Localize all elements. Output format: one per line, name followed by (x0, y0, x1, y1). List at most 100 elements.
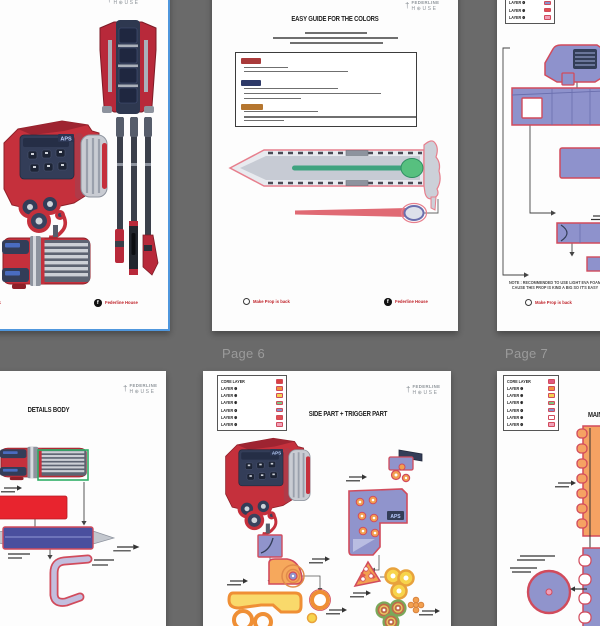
legend-swatch (276, 414, 283, 420)
legend-swatch (544, 14, 551, 20)
curved-tube-part (49, 554, 93, 607)
legend-row: LAYER ❻ (507, 422, 555, 428)
legend-row: LAYER ❶ (507, 386, 555, 392)
svg-text:APS: APS (390, 514, 401, 520)
brand-logo: † FEDERLINE H⊕USE (405, 0, 440, 12)
logo-ornament-icon: † (107, 0, 111, 4)
legend-row: LAYER ❹ (221, 407, 283, 413)
purple-part-b (511, 87, 600, 126)
small-disc-part (306, 612, 318, 624)
legend-swatch (276, 386, 283, 391)
page-thumbnail-7[interactable]: CORE LAYER LAYER ❶ LAYER ❷ LAYER ❸ LAYER… (497, 371, 600, 626)
details-body-illustration (0, 446, 141, 607)
legend-swatch (548, 400, 555, 406)
template-parts-illustration (502, 44, 600, 278)
page1-illustrations (1, 20, 159, 290)
color-swatch-orange (241, 104, 263, 110)
social-handle-left: Make Prop is back (243, 298, 293, 305)
legend-swatch (276, 393, 283, 398)
blaster-side-view-illustration (223, 436, 312, 536)
logo-ornament-icon: † (405, 0, 410, 10)
legend-swatch (548, 379, 555, 384)
page-7-label: Page 7 (505, 346, 549, 361)
purple-square-part (257, 534, 283, 558)
legend-swatch (544, 0, 551, 6)
brand-logo: † FEDERLINE H⊕USE (107, 0, 141, 6)
green-clover-part (375, 599, 407, 626)
legend-row: LAYER ❺ (509, 7, 551, 13)
legend-row: LAYER ❷ (221, 393, 283, 399)
cross-flower-part (407, 596, 425, 614)
legend-row: LAYER ❺ (507, 414, 555, 420)
legend-swatch (276, 422, 283, 427)
legend-row: LAYER ❻ (509, 14, 551, 20)
facebook-icon: f (384, 298, 392, 306)
page4-title: DETAILS BODY (27, 407, 70, 414)
purple-part-a (544, 44, 600, 86)
ring-part-outline (309, 589, 331, 611)
blaster-rear-view-illustration (1, 235, 91, 290)
legend-swatch (544, 7, 551, 13)
orange-comb-part (576, 425, 600, 537)
instagram-icon (525, 299, 532, 306)
legend-row: LAYER ❶ (221, 386, 283, 392)
page2-title: EASY GUIDE FOR THE COLORS (291, 16, 379, 23)
page-thumbnail-4[interactable]: † FEDERLINE H⊕USE DETAILS BODY (0, 371, 166, 626)
yellow-clover-part (384, 567, 415, 600)
social-handle-right: f Federline House (94, 299, 140, 307)
legend-row: CORE LAYER (507, 379, 555, 385)
page-thumbnail-2[interactable]: † FEDERLINE H⊕USE EASY GUIDE FOR THE COL… (212, 0, 458, 331)
purple-comb-part (578, 547, 600, 626)
legend-row: LAYER ❹ (509, 0, 551, 6)
trigger-guard-part (227, 591, 303, 626)
side-trigger-parts-illustration: APS (223, 436, 441, 626)
main-parts-illustration (510, 425, 600, 626)
social-handle-left: Make Prop is back (525, 299, 575, 306)
subtext-line (290, 42, 383, 44)
blaster-rear-view-illustration (0, 446, 87, 481)
purple-part-c (559, 147, 600, 179)
legend-swatch (276, 400, 283, 406)
page-thumbnail-3[interactable]: LAYER ❶ LAYER ❷ LAYER ❸ LAYER ❹ LAYER ❺ … (497, 0, 600, 331)
small-corner-part (388, 449, 423, 483)
page6-title: MAIN PART (588, 412, 600, 419)
legend-swatch (548, 407, 555, 413)
legend-row: CORE LAYER (221, 379, 283, 385)
layer-legend: LAYER ❶ LAYER ❷ LAYER ❸ LAYER ❹ LAYER ❺ … (505, 0, 555, 24)
arrowhead (570, 586, 575, 592)
legend-row: LAYER ❹ (507, 407, 555, 413)
fan-part (268, 558, 305, 588)
facebook-icon: f (94, 299, 102, 307)
subtext-line (305, 32, 367, 34)
note-text: NOTE : RECOMMENDED TO USE LIGHT EVA FOAM… (508, 280, 600, 291)
legend-row: LAYER ❸ (507, 400, 555, 406)
color-swatch-red (241, 58, 261, 64)
barrel-rods-illustration (115, 117, 159, 276)
page-thumbnail-6[interactable]: CORE LAYER LAYER ❶ LAYER ❷ LAYER ❸ LAYER… (203, 371, 451, 626)
sword-illustration (228, 140, 441, 224)
logo-ornament-icon: † (406, 384, 411, 394)
l-shaped-part: APS (348, 488, 408, 556)
brand-logo: † FEDERLINE H⊕USE (406, 384, 441, 396)
legend-row: LAYER ❺ (221, 414, 283, 420)
purple-disc-part (526, 569, 572, 615)
layer-legend: CORE LAYER LAYER ❶ LAYER ❷ LAYER ❸ LAYER… (217, 375, 287, 431)
layer-legend: CORE LAYER LAYER ❶ LAYER ❷ LAYER ❸ LAYER… (503, 375, 559, 431)
purple-bar-part (0, 526, 116, 550)
triangle-part (353, 560, 382, 588)
legend-row: LAYER ❷ (507, 393, 555, 399)
annotation-lines (510, 555, 555, 573)
instagram-icon (243, 298, 250, 305)
logo-ornament-icon: † (123, 383, 128, 393)
legend-swatch (276, 407, 283, 413)
legend-swatch (548, 414, 555, 420)
blaster-side-view-illustration (2, 119, 109, 240)
legend-swatch (548, 422, 555, 427)
social-handle-left: Make Prop is back (0, 300, 19, 305)
legend-row: LAYER ❻ (221, 422, 283, 428)
legend-row: LAYER ❸ (221, 400, 283, 406)
green-highlight-box (37, 449, 89, 481)
color-guide-box (235, 52, 417, 127)
page-thumbnail-1[interactable]: † FEDERLINE H⊕USE Make Prop is back f Fe… (0, 0, 170, 331)
